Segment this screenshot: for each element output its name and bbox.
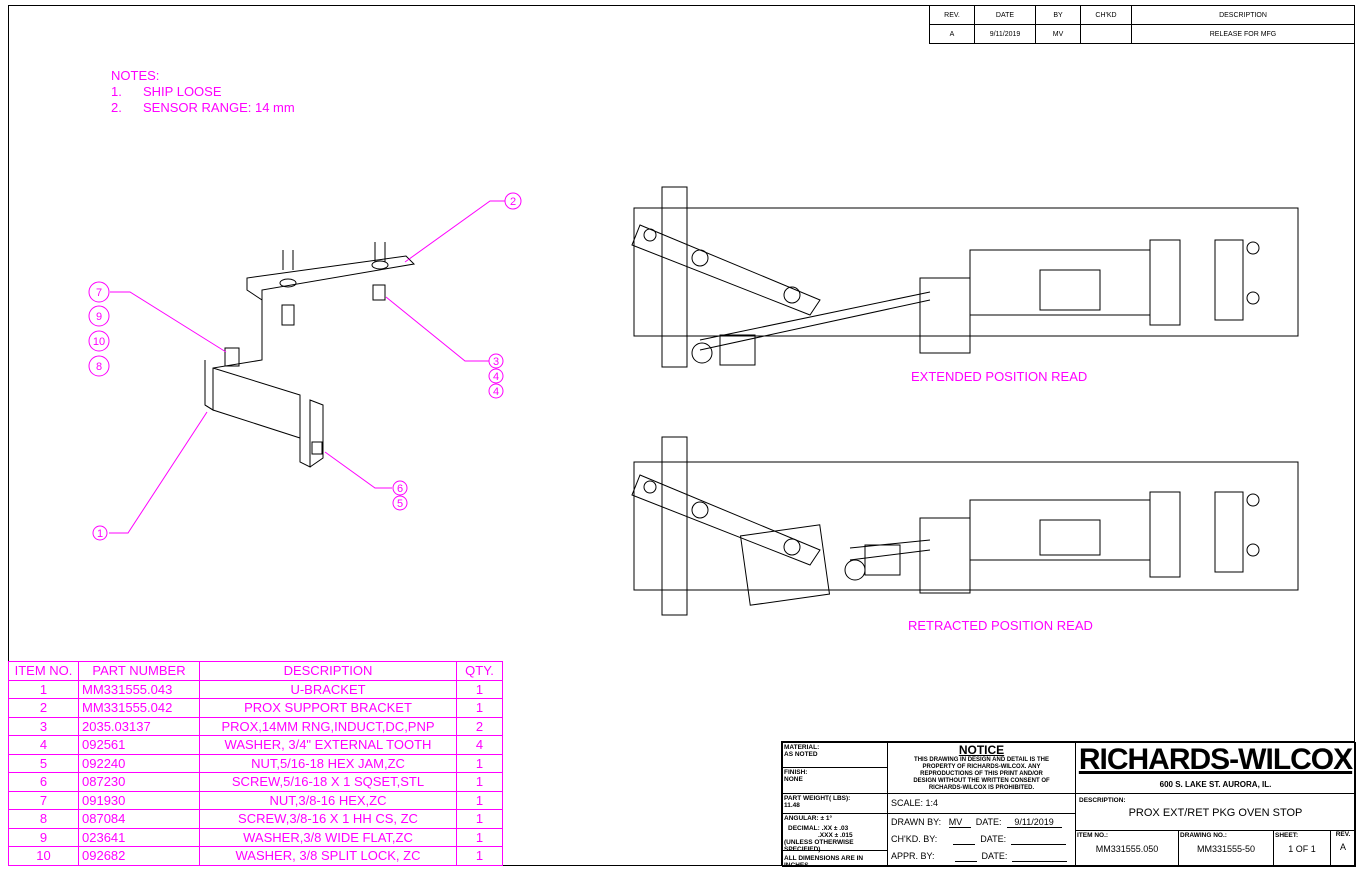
balloon-9: 9 [96, 311, 102, 323]
balloon-7: 7 [96, 287, 102, 299]
description-cell: RELEASE FOR MFG [1131, 24, 1355, 44]
approvals-cell: DRAWN BY: MV DATE: 9/11/2019 CH'KD. BY: … [887, 813, 1076, 867]
title-block: MATERIAL:AS NOTED FINISH:NONE PART WEIGH… [781, 741, 1356, 869]
bom-item: 4 [8, 735, 79, 755]
bom-qty: 4 [456, 735, 503, 755]
bom-item: 3 [8, 716, 79, 736]
dimensions-note: ALL DIMENSIONS ARE IN INCHES [782, 850, 888, 869]
bom-part-number: 2035.03137 [78, 716, 200, 736]
bom-part-number: 087084 [78, 809, 200, 829]
extended-position-caption: EXTENDED POSITION READ [911, 369, 1088, 384]
bom-description: PROX SUPPORT BRACKET [199, 698, 457, 718]
extended-view [631, 186, 1299, 368]
balloon-5: 5 [397, 498, 403, 510]
rev-cell: REV.A [1330, 830, 1356, 867]
bom-description: WASHER,3/8 WIDE FLAT,ZC [199, 827, 457, 847]
bom-item: 8 [8, 809, 79, 829]
bom-qty: 1 [456, 809, 503, 829]
bom-item: 9 [8, 827, 79, 847]
bom-item: 5 [8, 753, 79, 773]
bom-description: PROX,14MM RNG,INDUCT,DC,PNP [199, 716, 457, 736]
bom-part-number: 092682 [78, 846, 200, 866]
leader-lines [109, 200, 505, 534]
bom-description: NUT,3/8-16 HEX,ZC [199, 790, 457, 810]
bom-part-number: 092561 [78, 735, 200, 755]
notes-title: NOTES: [111, 68, 160, 83]
bom-item: 2 [8, 698, 79, 718]
bom-description: SCREW,5/16-18 X 1 SQSET,STL [199, 772, 457, 792]
bom-description: WASHER, 3/8 SPLIT LOCK, ZC [199, 846, 457, 866]
bom-qty: 1 [456, 790, 503, 810]
bom-part-number: MM331555.042 [78, 698, 200, 718]
retracted-position-caption: RETRACTED POSITION READ [908, 618, 1093, 633]
bom-qty: 2 [456, 716, 503, 736]
bom-description: U-BRACKET [199, 679, 457, 699]
finish-cell: FINISH:NONE [782, 767, 888, 794]
balloons [88, 192, 522, 541]
item-no-cell: ITEM NO.:MM331555.050 [1075, 830, 1179, 867]
drawing-no-cell: DRAWING NO.:MM331555-50 [1178, 830, 1274, 867]
bom-part-number: 023641 [78, 827, 200, 847]
balloon-10: 10 [93, 336, 105, 348]
retracted-view [631, 436, 1299, 616]
bom-part-number: 087230 [78, 772, 200, 792]
tolerance-cell: ANGULAR: ± 1°DECIMAL: .XX ± .03.XXX ± .0… [782, 813, 888, 853]
bom-header-description: DESCRIPTION [199, 661, 457, 681]
bom-item: 6 [8, 772, 79, 792]
bom-description: SCREW,3/8-16 X 1 HH CS, ZC [199, 809, 457, 829]
bom-header-item: ITEM NO. [8, 661, 79, 681]
sheet-border [8, 5, 1355, 866]
bom-header-part: PART NUMBER [78, 661, 200, 681]
company-logo: RICHARDS-WILCOX [1078, 743, 1353, 776]
note-2: 2.SENSOR RANGE: 14 mm [111, 100, 295, 115]
sheet-cell: SHEET:1 OF 1 [1273, 830, 1331, 867]
rev-cell: A [929, 24, 975, 44]
bom-item: 7 [8, 790, 79, 810]
balloon-8: 8 [96, 361, 102, 373]
bom-item: 10 [8, 846, 79, 866]
material-cell: MATERIAL:AS NOTED [782, 742, 888, 768]
bom-header-qty: QTY. [456, 661, 503, 681]
bom-part-number: MM331555.043 [78, 679, 200, 699]
drawing-description: PROX EXT/RET PKG OVEN STOP [1128, 807, 1303, 819]
balloon-2: 2 [510, 196, 516, 208]
balloon-6: 6 [397, 483, 403, 495]
bom-description: WASHER, 3/4" EXTERNAL TOOTH [199, 735, 457, 755]
balloon-4b: 4 [493, 386, 499, 398]
bom-qty: 1 [456, 772, 503, 792]
bom-part-number: 091930 [78, 790, 200, 810]
bom-qty: 1 [456, 753, 503, 773]
bracket-isometric [204, 242, 416, 468]
weight-cell: PART WEIGHT( LBS):11.48 [782, 793, 888, 814]
bom-item: 1 [8, 679, 79, 699]
bom-description: NUT,5/16-18 HEX JAM,ZC [199, 753, 457, 773]
bom-qty: 1 [456, 827, 503, 847]
bom-qty: 1 [456, 679, 503, 699]
balloon-1: 1 [97, 528, 103, 540]
bom-qty: 1 [456, 846, 503, 866]
note-1: 1.SHIP LOOSE [111, 84, 222, 99]
notes: NOTES: 1.SHIP LOOSE 2.SENSOR RANGE: 14 m… [111, 68, 295, 116]
scale-cell: SCALE: 1:4 [887, 793, 1076, 814]
bom-part-number: 092240 [78, 753, 200, 773]
description-block: DESCRIPTION:PROX EXT/RET PKG OVEN STOP [1075, 793, 1356, 831]
balloon-4: 4 [493, 371, 499, 383]
bom-qty: 1 [456, 698, 503, 718]
balloon-3: 3 [493, 356, 499, 368]
